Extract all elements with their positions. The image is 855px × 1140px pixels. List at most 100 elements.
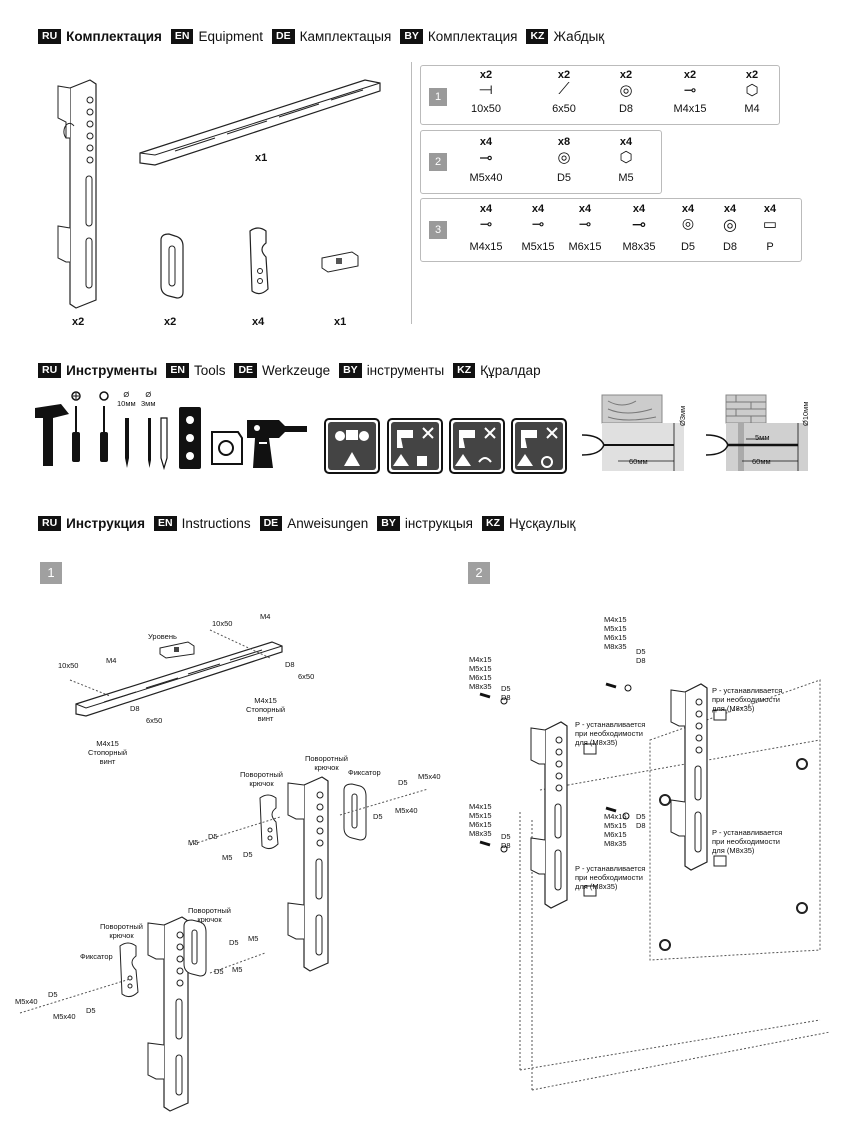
washer-label: D5	[398, 778, 408, 787]
rail-quantity: x1	[255, 152, 268, 164]
hardware-bag-2: 2	[420, 130, 662, 194]
washer-options-label: D5 D8	[636, 812, 646, 830]
step1-right-screw-lines	[189, 788, 429, 846]
hardware-item: x4⊸M8x35	[609, 203, 669, 253]
lang-tag-de: DE	[259, 515, 283, 531]
washer-label: D5	[48, 990, 58, 999]
pencil-icon	[160, 417, 168, 471]
heading-ru: Инструменты	[66, 362, 158, 378]
step2-spacers	[583, 709, 727, 897]
lang-tag-de: DE	[272, 28, 295, 44]
bag-number: 3	[429, 221, 447, 239]
heading-by: інструкцыя	[404, 515, 473, 531]
hardware-bag-1: 1	[420, 65, 780, 125]
spacer-icon: ▭	[762, 216, 778, 233]
lang-tag-de: DE	[234, 362, 258, 378]
spacer-note: P - устанавливается при необходимости дл…	[575, 864, 646, 891]
screwdriver-phillips-icon	[71, 391, 81, 462]
step-1-number: 1	[40, 562, 62, 584]
nut-icon: ⬡	[619, 149, 633, 166]
no-drill-electric-icon	[387, 418, 443, 474]
hardware-item: x4⊸M5x15	[508, 203, 568, 253]
spacer-note: P - устанавливается при необходимости дл…	[575, 720, 646, 747]
screw-icon: ⊸	[631, 215, 647, 234]
lang-tag-en: EN	[166, 362, 189, 378]
screwdriver-flat-icon	[99, 391, 109, 462]
anchor-label: 10x50	[212, 619, 233, 628]
drill-bit-10-icon	[125, 418, 129, 468]
anchor-label: 10x50	[58, 661, 79, 670]
washer-label: D8	[285, 660, 295, 669]
screw-label: M5x40	[418, 772, 441, 781]
hardware-item: x2⬡M4	[722, 69, 782, 115]
washer-icon: ◎	[619, 82, 633, 99]
anchor-icon: ⟞	[479, 81, 493, 98]
hook-label: Поворотный крючок	[188, 906, 231, 924]
nut-label: M5	[222, 853, 233, 862]
step-2-number: 2	[468, 562, 490, 584]
no-drill-water-icon	[449, 418, 505, 474]
screw-icon: ⊸	[479, 150, 493, 167]
screw-icon: ⊸	[683, 82, 697, 99]
fixer-illustration	[160, 233, 184, 299]
fixer-quantity: x2	[164, 316, 177, 328]
lang-tag-kz: KZ	[526, 28, 549, 44]
hammer-icon	[35, 404, 69, 466]
washer-label: D5	[86, 1006, 96, 1015]
heading-kz: Жабдық	[553, 28, 605, 44]
depth-60-label: 60мм	[629, 457, 648, 466]
lang-tag-ru: RU	[38, 515, 62, 531]
step2-screws	[479, 682, 632, 853]
heading-by: інструменты	[366, 362, 445, 378]
screw-icon: ⊸	[479, 216, 493, 233]
hook-label: Поворотный крючок	[240, 770, 283, 788]
level-label: Уровень	[148, 632, 177, 641]
hardware-item: x4⊸M4x15	[456, 203, 516, 253]
hardware-item: x2◎D8	[596, 69, 656, 115]
washer-label: D5	[214, 967, 224, 976]
lang-tag-ru: RU	[38, 28, 62, 44]
lang-tag-en: EN	[153, 515, 177, 531]
step1-rail-assembly	[69, 629, 283, 717]
wood-wall-drilling-diagram	[581, 394, 684, 471]
washer-label: D5	[208, 832, 218, 841]
heading-ru: Комплектация	[66, 28, 162, 44]
two-person-warning-icon	[324, 418, 380, 474]
heading-en: Instructions	[181, 515, 251, 531]
hardware-item: x4⬡M5	[596, 136, 656, 184]
washer-options-label: D5 D8	[501, 684, 511, 702]
hardware-item: x2⟞10x50	[456, 69, 516, 115]
screw-label: M4x15 Стопорный винт	[246, 696, 286, 723]
nut-label: M5	[232, 965, 243, 974]
spacer-note: P - устанавливается при необходимости дл…	[712, 828, 783, 855]
hardware-item: x2⟋6x50	[534, 69, 594, 115]
lang-tag-en: EN	[170, 28, 194, 44]
vertical-bracket-illustration	[57, 79, 97, 309]
lang-tag-by: BY	[400, 28, 423, 44]
hardware-item: x4⊸M5x40	[456, 136, 516, 184]
anchor-icon: ⟋	[558, 81, 570, 98]
hardware-item: x2⊸M4x15	[660, 69, 720, 115]
heading-de: Werkzeuge	[262, 362, 331, 378]
screw-options-label: M4x15 M5x15 M6x15 M8x35	[469, 802, 492, 838]
spacer-note: P - устанавливается при необходимости дл…	[712, 686, 783, 713]
screw-options-label: M4x15 M5x15 M6x15 M8x35	[604, 615, 627, 651]
heading-kz: Нұсқаулық	[509, 515, 576, 531]
lang-tag-kz: KZ	[482, 515, 504, 531]
drill-bit-3-label: Ø 3мм	[141, 390, 156, 408]
depth-60-label: 60мм	[752, 457, 771, 466]
hook-illustration	[249, 227, 269, 295]
washer-options-label: D5 D8	[636, 647, 646, 665]
step2-tv-panel	[519, 679, 831, 1091]
bag-number: 2	[429, 153, 447, 171]
heading-ru: Инструкция	[66, 515, 145, 531]
vertical-bracket-quantity: x2	[72, 316, 85, 328]
screw-icon: ⊸	[578, 216, 592, 233]
screw-label: M5x40	[395, 806, 418, 815]
depth-5-label: 5мм	[755, 433, 770, 442]
lang-tag-ru: RU	[38, 362, 62, 378]
lang-tag-by: BY	[339, 362, 362, 378]
drill-bit-3-icon	[148, 418, 151, 468]
anchor-label: 6x50	[146, 716, 163, 725]
